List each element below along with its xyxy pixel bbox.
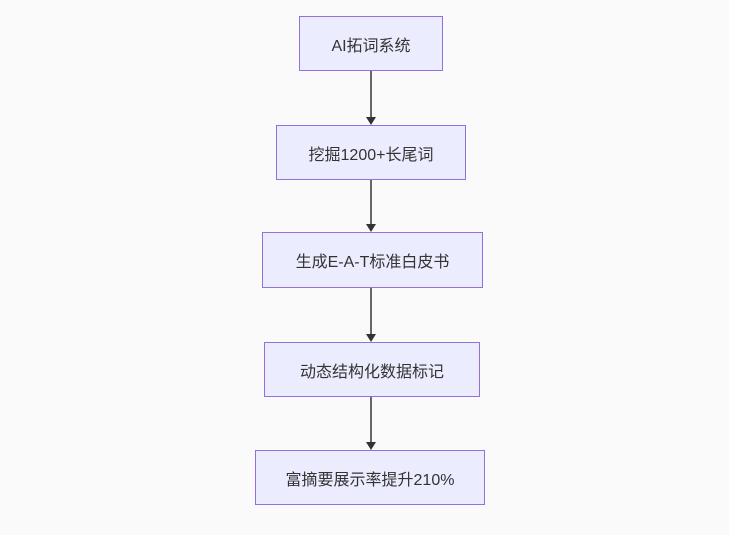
flowchart-node-eat-whitepaper: 生成E-A-T标准白皮书 xyxy=(262,232,483,288)
arrowhead-icon xyxy=(366,224,376,232)
node-label: 富摘要展示率提升210% xyxy=(285,471,455,489)
arrow-down-4 xyxy=(365,397,377,450)
arrow-line xyxy=(370,288,372,335)
flowchart-node-ai-word-system: AI拓词系统 xyxy=(299,16,443,71)
arrow-line xyxy=(370,397,372,443)
node-label: AI拓词系统 xyxy=(331,37,411,55)
arrow-down-2 xyxy=(365,180,377,232)
flowchart-node-rich-snippet-uplift: 富摘要展示率提升210% xyxy=(255,450,485,505)
arrowhead-icon xyxy=(366,334,376,342)
arrow-line xyxy=(370,180,372,225)
node-label: 生成E-A-T标准白皮书 xyxy=(295,254,450,271)
node-label: 挖掘1200+长尾词 xyxy=(308,146,434,164)
arrow-down-3 xyxy=(365,288,377,342)
arrowhead-icon xyxy=(366,117,376,125)
arrowhead-icon xyxy=(366,442,376,450)
flowchart-node-longtail-keywords: 挖掘1200+长尾词 xyxy=(276,125,466,180)
arrow-down-1 xyxy=(365,71,377,125)
node-label: 动态结构化数据标记 xyxy=(299,363,444,381)
arrow-line xyxy=(370,71,372,118)
flowchart-node-structured-data-markup: 动态结构化数据标记 xyxy=(264,342,480,397)
